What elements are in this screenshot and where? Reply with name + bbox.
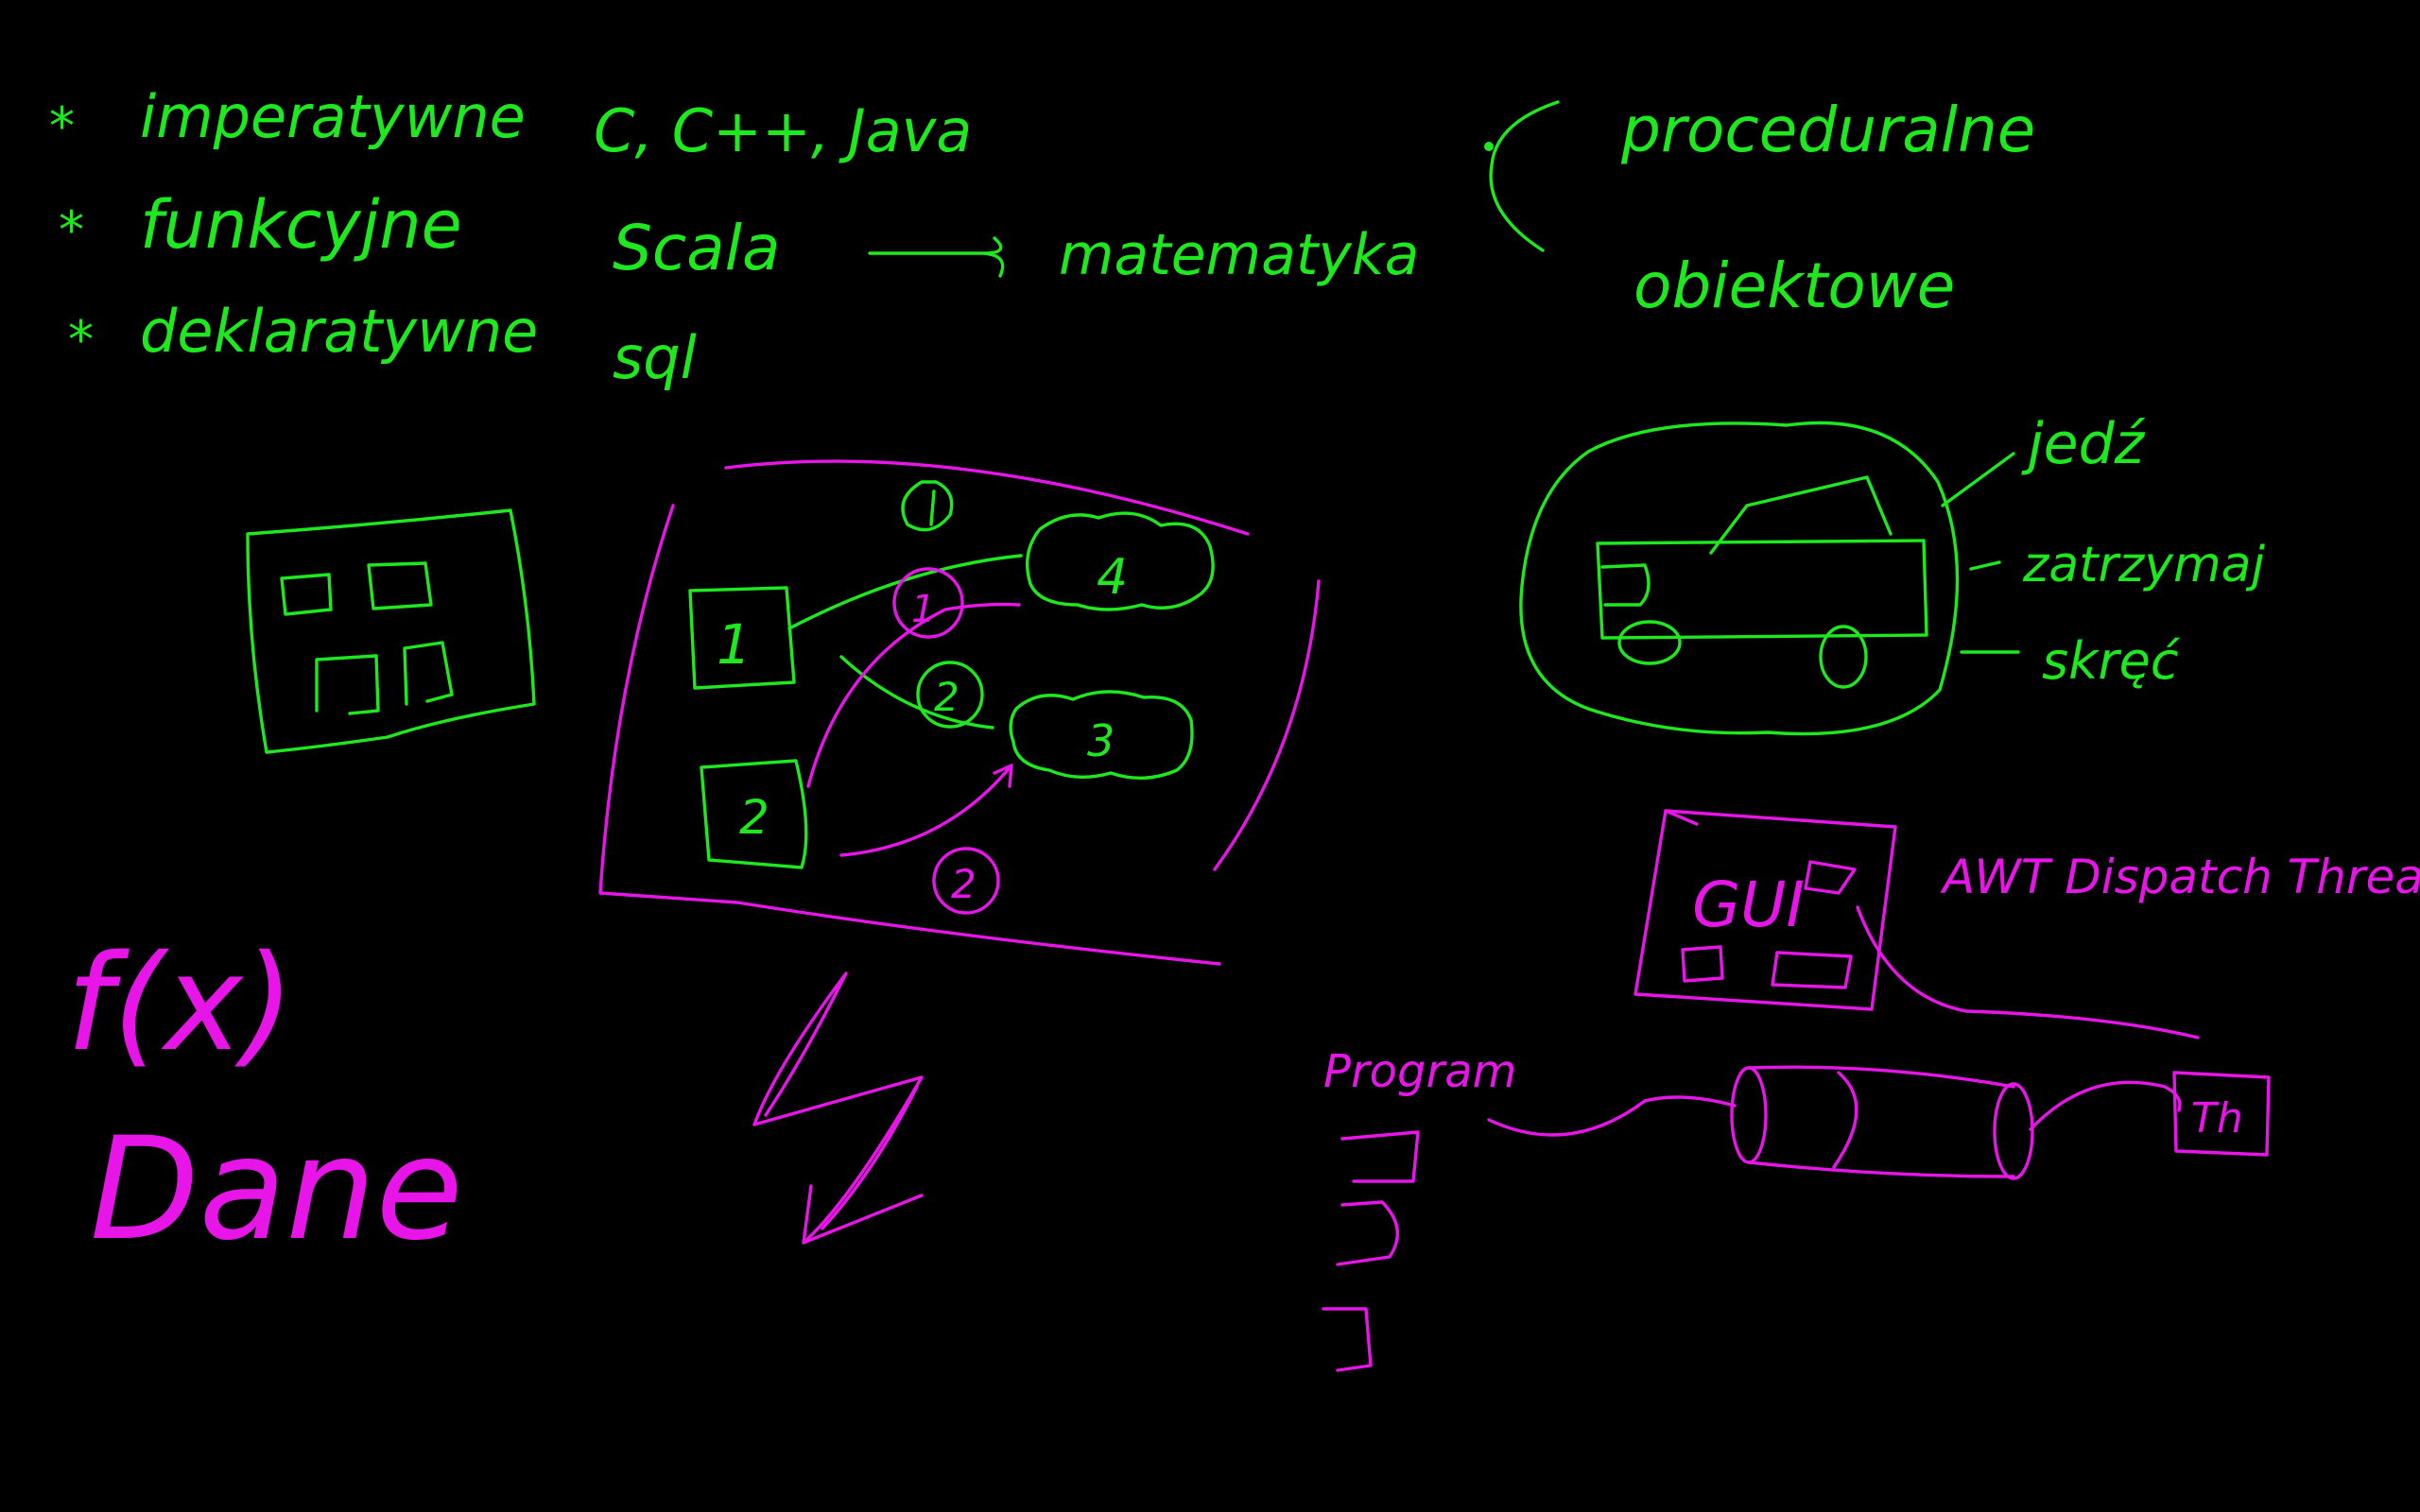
message-circle-2b xyxy=(932,847,1000,915)
program-to-queue xyxy=(1487,1095,1737,1137)
car-body xyxy=(1596,539,1928,640)
arrow-to-math xyxy=(868,236,1005,278)
frame-right xyxy=(1213,579,1321,871)
car-method-skrec: skręć xyxy=(2042,631,2181,691)
function-data: Dane xyxy=(90,1108,463,1272)
car-line-jedz xyxy=(1941,452,2015,507)
queue-sides xyxy=(1747,1065,2015,1178)
car-capsule xyxy=(1519,421,1960,736)
thread-box xyxy=(2172,1071,2271,1157)
scala-math-note: matematyka xyxy=(1059,222,1419,288)
link-1-4 xyxy=(787,554,1023,630)
node-label-3: 3 xyxy=(1087,715,1115,766)
program-token-2 xyxy=(1336,1200,1399,1266)
zero-mark xyxy=(901,480,954,532)
gui-widget-1 xyxy=(1804,860,1857,895)
car-front xyxy=(1600,563,1651,607)
function-notes: f(x) Dane xyxy=(66,927,463,1272)
bullet-imperatywne: * xyxy=(49,96,75,156)
example-scala: Scala xyxy=(613,212,780,284)
node-label-1: 1 xyxy=(717,612,752,677)
gui-thread-diagram: GUI AWT Dispatch Thread Program Th xyxy=(1322,809,2420,1372)
gui-label: GUI xyxy=(1692,868,1805,941)
node-box-1 xyxy=(688,586,796,690)
lightning-bolt xyxy=(752,971,924,1245)
queue-end-left xyxy=(1730,1066,1768,1164)
frame-left-bottom xyxy=(598,504,1221,966)
example-sql: sql xyxy=(613,323,697,392)
node-cloud-4 xyxy=(1026,511,1215,611)
bullet-deklaratywne: * xyxy=(68,310,94,369)
message-label-1: 1 xyxy=(911,588,935,631)
label-funkcyjne: funkcyjne xyxy=(140,186,462,264)
car-roof xyxy=(1709,475,1893,555)
message-label-2b: 2 xyxy=(951,861,977,907)
car-method-zatrzymaj: zatrzymaj xyxy=(2022,537,2266,593)
message-2-to-4 xyxy=(806,602,1021,788)
message-circle-2 xyxy=(916,661,984,729)
program-modules-box xyxy=(246,508,536,754)
object-diagram: 1 2 4 3 1 2 2 xyxy=(598,459,1321,966)
gui-window xyxy=(1634,809,1897,1011)
queue-end-right xyxy=(1993,1082,2034,1180)
bracket-dot xyxy=(1484,142,1494,151)
car-object: jedź zatrzymaj skręć xyxy=(1519,411,2266,736)
car-method-jedz: jedź xyxy=(2021,411,2146,477)
label-imperatywne: imperatywne xyxy=(140,82,526,151)
node-cloud-3 xyxy=(1009,690,1194,781)
node-label-2: 2 xyxy=(739,790,769,845)
car-line-zatrzymaj xyxy=(1969,560,2001,571)
message-circle-1 xyxy=(892,567,964,639)
queue-divider xyxy=(1832,1071,1858,1169)
kind-obiektowe: obiektowe xyxy=(1634,249,1955,322)
program-token-1 xyxy=(1340,1130,1420,1183)
car-wheel-rear xyxy=(1819,625,1868,689)
program-token-3 xyxy=(1322,1307,1373,1372)
bullet-funkcyjne: * xyxy=(59,200,84,260)
node-label-4: 4 xyxy=(1097,549,1128,606)
kind-proceduralne: proceduralne xyxy=(1620,94,2035,166)
program-label: Program xyxy=(1323,1045,1516,1098)
queue-to-thread xyxy=(2029,1080,2182,1131)
label-deklaratywne: deklaratywne xyxy=(140,297,538,366)
message-label-2: 2 xyxy=(934,674,959,720)
gui-widget-3 xyxy=(1771,951,1853,989)
node-box-2 xyxy=(700,759,808,869)
frame-top xyxy=(724,459,1250,536)
thread-label: AWT Dispatch Thread xyxy=(1940,850,2420,904)
kinds-bracket xyxy=(1489,100,1560,252)
gui-widget-2 xyxy=(1681,945,1724,983)
gui-to-thread-line xyxy=(1856,905,2200,1040)
paradigm-list: * imperatywne * funkcyjne * deklaratywne… xyxy=(49,82,2035,392)
link-1-3 xyxy=(839,655,994,730)
thread-box-label: Th xyxy=(2191,1094,2243,1143)
message-2-to-3 xyxy=(839,764,1013,857)
example-imperative-languages: C, C++, Java xyxy=(594,96,972,165)
car-wheel-front xyxy=(1617,620,1682,665)
function-fx: f(x) xyxy=(66,927,294,1081)
